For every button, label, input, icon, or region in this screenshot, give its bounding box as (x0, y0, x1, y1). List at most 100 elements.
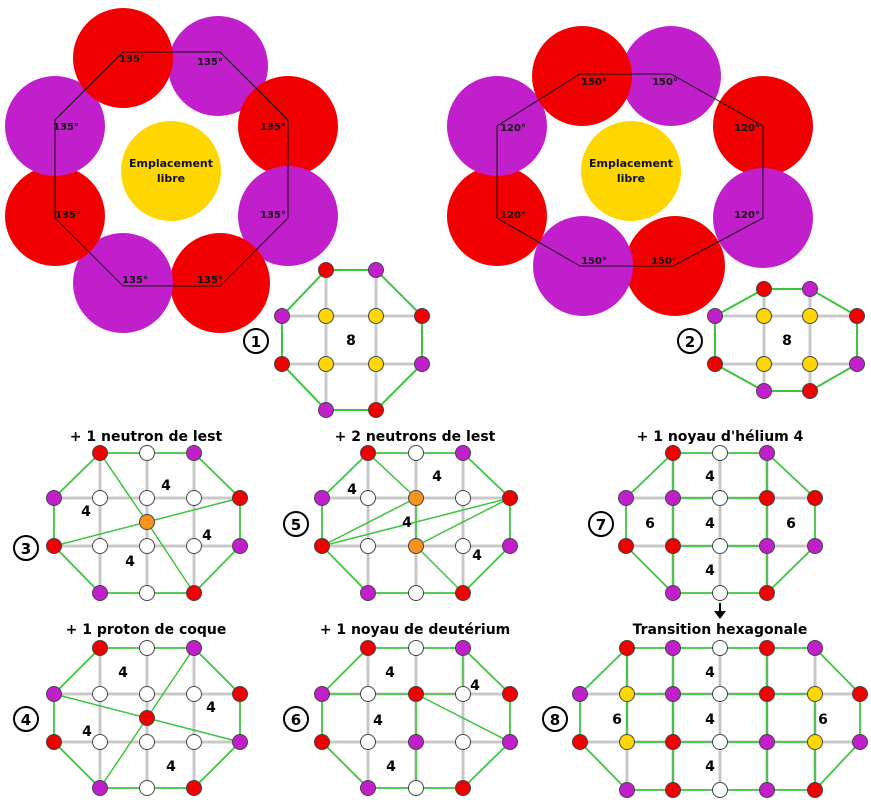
cell-count: 6 (786, 516, 796, 532)
cell-count: 4 (385, 665, 395, 681)
step-badge (13, 706, 39, 732)
angle-label: 135° (197, 275, 223, 286)
step-badge-number: 2 (685, 333, 695, 351)
proton-disk (532, 26, 632, 126)
neutron-disk (73, 233, 173, 333)
panel-title: + 1 noyau d'hélium 4 (637, 429, 804, 445)
panel-6: + 1 noyau de deutérium 4 4 4 4 6 (283, 622, 518, 796)
angle-label: 135° (53, 122, 79, 133)
cell-count: 6 (612, 712, 622, 728)
step-badge (243, 328, 269, 354)
angle-label: 120° (500, 210, 526, 221)
angle-label: 120° (500, 123, 526, 134)
bond-lines (53, 452, 241, 594)
cell-count: 4 (166, 759, 176, 775)
center-label-line1: Emplacement (589, 157, 673, 170)
panel-8: Transition hexagonale 4 6 4 (542, 622, 868, 798)
cell-count: 4 (705, 759, 715, 775)
step-badge (542, 706, 568, 732)
step-badge-number: 7 (596, 516, 606, 534)
cell-count: 6 (818, 712, 828, 728)
step-badge-number: 6 (291, 711, 301, 729)
grid-lines (282, 270, 422, 410)
free-site-disk (121, 121, 221, 221)
proton-disk (170, 233, 270, 333)
neutron-disk (168, 16, 268, 116)
angle-label: 135° (197, 57, 223, 68)
cell-count: 4 (432, 469, 442, 485)
angle-label: 135° (119, 54, 145, 65)
nucleons (274, 262, 430, 418)
step-badge (588, 511, 614, 537)
angle-label: 135° (122, 275, 148, 286)
nucleons (46, 445, 248, 601)
step-badge-number: 1 (251, 333, 261, 351)
cell-count: 4 (705, 469, 715, 485)
nucleons (46, 640, 248, 796)
step-badge (677, 328, 703, 354)
step-badge-number: 5 (291, 516, 301, 534)
panel-title: + 1 proton de coque (66, 622, 227, 638)
ring-left: Emplacement libre 135° 135° 135° 135° 13… (5, 8, 338, 333)
cell-count: 4 (705, 563, 715, 579)
free-site-disk (581, 121, 681, 221)
proton-disk (73, 8, 173, 108)
step-badge-number: 4 (21, 711, 31, 729)
angle-label: 150° (581, 256, 607, 267)
angle-label: 135° (55, 210, 81, 221)
cell-count: 4 (125, 554, 135, 570)
bond-lines (53, 647, 241, 789)
cell-count: 4 (206, 700, 216, 716)
panel-3: + 1 neutron de lest 4 4 4 4 3 (13, 429, 248, 601)
cell-count: 4 (161, 478, 171, 494)
cell-count: 4 (386, 759, 396, 775)
octagon-outline (54, 51, 289, 287)
step-badge-number: 8 (550, 711, 560, 729)
panel-title: + 2 neutrons de lest (335, 429, 496, 445)
panel-5: + 2 neutrons de lest 4 4 4 4 5 (283, 429, 518, 601)
center-label-line2: libre (617, 172, 645, 185)
cell-count: 4 (705, 516, 715, 532)
cell-count: 4 (470, 678, 480, 694)
center-label-line1: Emplacement (129, 157, 213, 170)
panel-1: 8 1 (243, 262, 430, 418)
nucleons (572, 640, 868, 798)
angle-label: 150° (651, 256, 677, 267)
panel-2: 8 2 (677, 281, 865, 399)
ring-right: Emplacement libre 150° 150° 120° 120° 15… (447, 26, 813, 316)
cell-count: 4 (81, 504, 91, 520)
angle-label: 135° (260, 210, 286, 221)
nucleons (618, 445, 823, 601)
panel-title: + 1 noyau de deutérium (320, 622, 511, 638)
panel-7: + 1 noyau d'hélium 4 4 6 4 6 4 7 (588, 429, 823, 619)
cell-count: 6 (645, 516, 655, 532)
neutron-disk (621, 26, 721, 126)
cell-count: 4 (202, 528, 212, 544)
cell-count: 4 (347, 482, 357, 498)
cell-count: 4 (705, 712, 715, 728)
step-badge (283, 511, 309, 537)
angle-label: 120° (734, 123, 760, 134)
grid-lines (715, 289, 857, 391)
cell-count: 8 (782, 333, 792, 349)
step-badge-number: 3 (21, 540, 31, 558)
cell-count: 4 (402, 515, 412, 531)
step-badge (13, 535, 39, 561)
angle-label: 135° (260, 122, 286, 133)
panel-title: + 1 neutron de lest (70, 429, 223, 445)
nucleons (314, 640, 518, 796)
cell-count: 4 (472, 548, 482, 564)
cell-count: 4 (705, 665, 715, 681)
cell-count: 4 (373, 713, 383, 729)
nucleons (707, 281, 865, 399)
center-label-line2: libre (157, 172, 185, 185)
cell-count: 4 (118, 665, 128, 681)
panel-4: + 1 proton de coque 4 4 4 4 4 (13, 622, 248, 796)
angle-label: 150° (652, 77, 678, 88)
angle-label: 150° (581, 77, 607, 88)
step-badge (283, 706, 309, 732)
down-arrow-icon (714, 603, 726, 619)
nucleons (314, 445, 518, 601)
cell-count: 8 (346, 333, 356, 349)
